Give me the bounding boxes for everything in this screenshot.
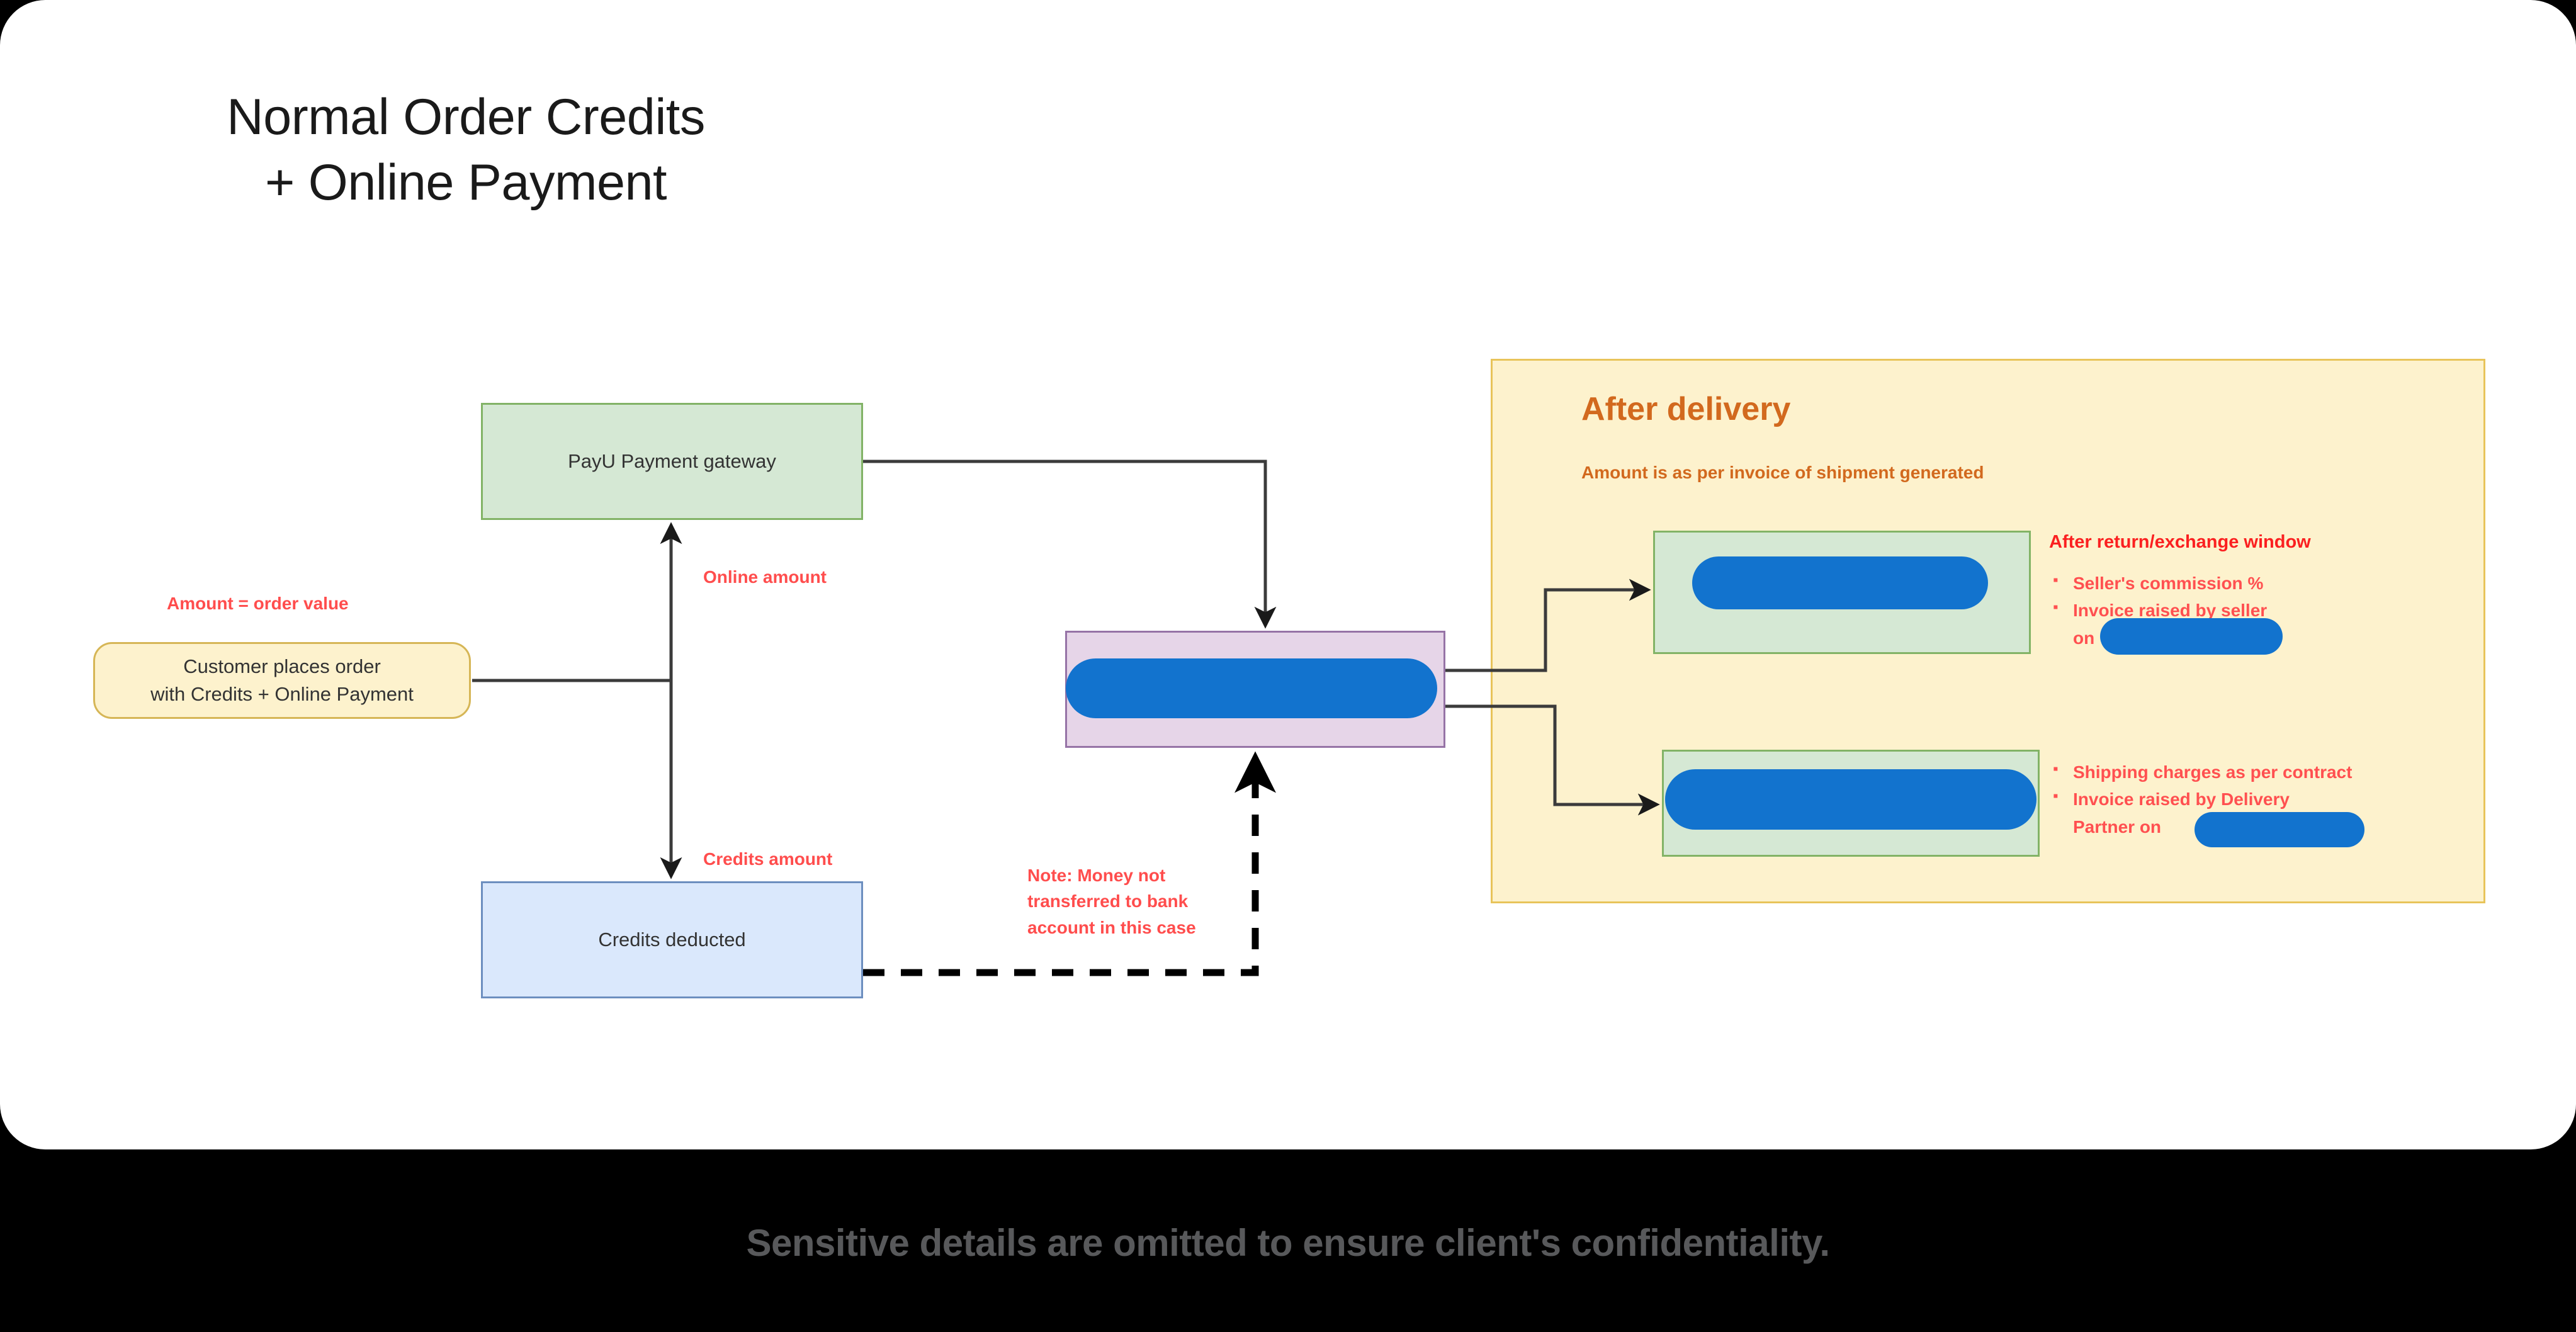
edge-payu-to-bank [863,460,1277,629]
slide-card: Normal Order Credits + Online Payment Af… [0,0,2576,1149]
list-item: Invoice raised by seller on [2053,595,2376,652]
bullet-list-delivery: Shipping charges as per contract Invoice… [2049,757,2439,840]
page-title: Normal Order Credits + Online Payment [227,89,705,211]
list-item: Invoice raised by Delivery Partner on [2053,784,2439,840]
label-note-money-not-transferred: Note: Money not transferred to bank acco… [1027,866,1196,937]
node-customer-places-order[interactable]: Customer places order with Credits + Onl… [93,642,471,719]
bullet-list-seller: Seller's commission % Invoice raised by … [2049,568,2376,652]
label-online-amount: Online amount [703,567,827,587]
confidentiality-footer: Sensitive details are omitted to ensure … [746,1222,1830,1264]
redaction-bar-bank-account [1066,658,1437,718]
label-amount-equals-order-value: Amount = order value [167,594,349,613]
heading-after-return-exchange-window: After return/exchange window [2049,532,2311,552]
node-credits-deducted[interactable]: Credits deducted [481,881,863,998]
redaction-bar-inline-seller [2100,618,2283,655]
redaction-bar-seller-bank-account [1692,556,1988,609]
after-delivery-subtitle: Amount is as per invoice of shipment gen… [1581,463,1984,482]
label-credits-amount: Credits amount [703,849,833,869]
node-payu-payment-gateway[interactable]: PayU Payment gateway [481,403,863,520]
list-item: Seller's commission % [2053,568,2376,597]
list-item: Shipping charges as per contract [2053,757,2439,786]
redaction-bar-delivery-bank-account [1665,769,2037,830]
after-delivery-title: After delivery [1581,391,1791,427]
redaction-bar-inline-delivery [2195,812,2364,847]
